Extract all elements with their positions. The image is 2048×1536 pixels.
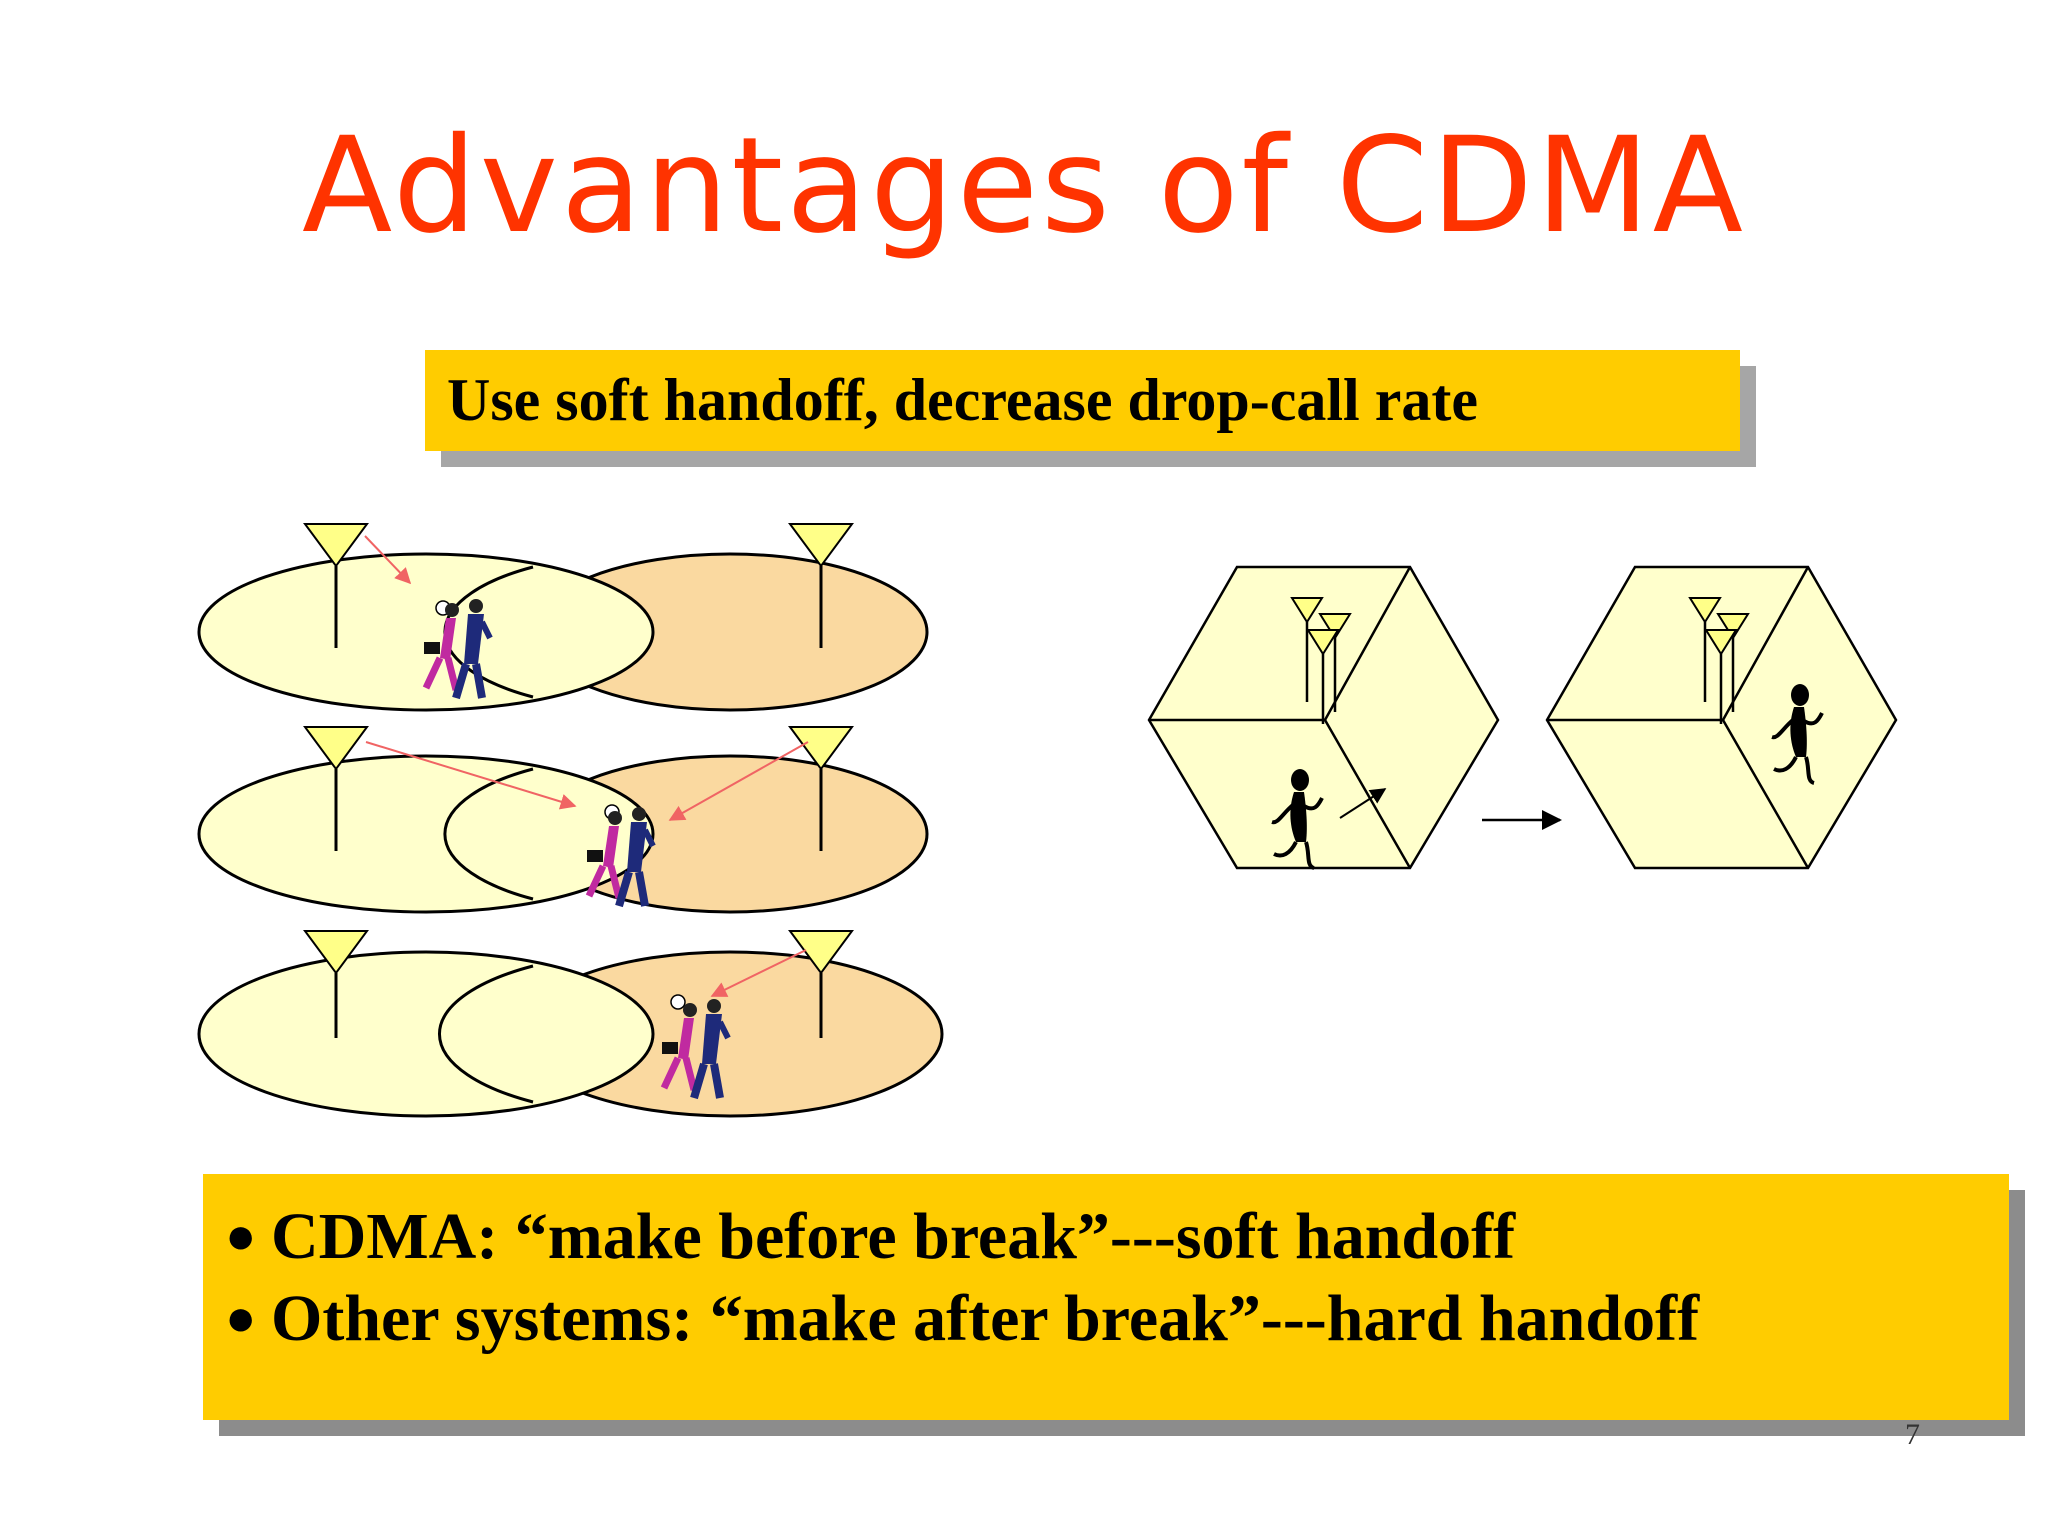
- hex-cell-before: [1147, 565, 1500, 870]
- antenna-icon: [1688, 597, 1750, 724]
- signal-arrow: [364, 535, 412, 585]
- handoff-row-1: [197, 523, 929, 712]
- signal-arrow: [710, 949, 807, 997]
- bullet-dot: ●: [225, 1208, 257, 1265]
- antenna-icon: [303, 523, 369, 648]
- bullet-item: ●CDMA: “make before break”---soft handof…: [225, 1196, 2009, 1278]
- slide-title: Advantages of CDMA: [302, 109, 1746, 263]
- bullet-dot: ●: [225, 1290, 257, 1347]
- antenna-icon: [788, 523, 854, 648]
- antenna-icon: [788, 726, 854, 851]
- bullet-box: ●CDMA: “make before break”---soft handof…: [203, 1174, 2009, 1420]
- antenna-icon: [788, 930, 854, 1038]
- page-number: 7: [1905, 1418, 1920, 1451]
- hex-cell-after: [1545, 565, 1898, 870]
- handoff-row-2: [197, 726, 929, 914]
- bullet-item: ●Other systems: “make after break”---har…: [225, 1278, 2009, 1360]
- signal-arrow: [365, 741, 577, 810]
- cell-coverage-left: [197, 754, 655, 914]
- clock-icon: [670, 994, 686, 1010]
- cell-coverage-left: [197, 552, 655, 712]
- handoff-row-3: [197, 930, 944, 1118]
- callout-box: Use soft handoff, decrease drop-call rat…: [425, 350, 1740, 451]
- antenna-icon: [303, 726, 369, 851]
- arrow-icon: [1339, 788, 1387, 819]
- callout-text: Use soft handoff, decrease drop-call rat…: [447, 367, 1478, 433]
- bullet-text: Other systems: “make after break”---hard…: [271, 1282, 1700, 1355]
- antenna-icon: [303, 930, 369, 1038]
- antenna-icon: [1290, 597, 1352, 724]
- cell-coverage-left: [197, 950, 655, 1118]
- signal-arrow: [668, 741, 809, 821]
- bullet-text: CDMA: “make before break”---soft handoff: [271, 1200, 1516, 1273]
